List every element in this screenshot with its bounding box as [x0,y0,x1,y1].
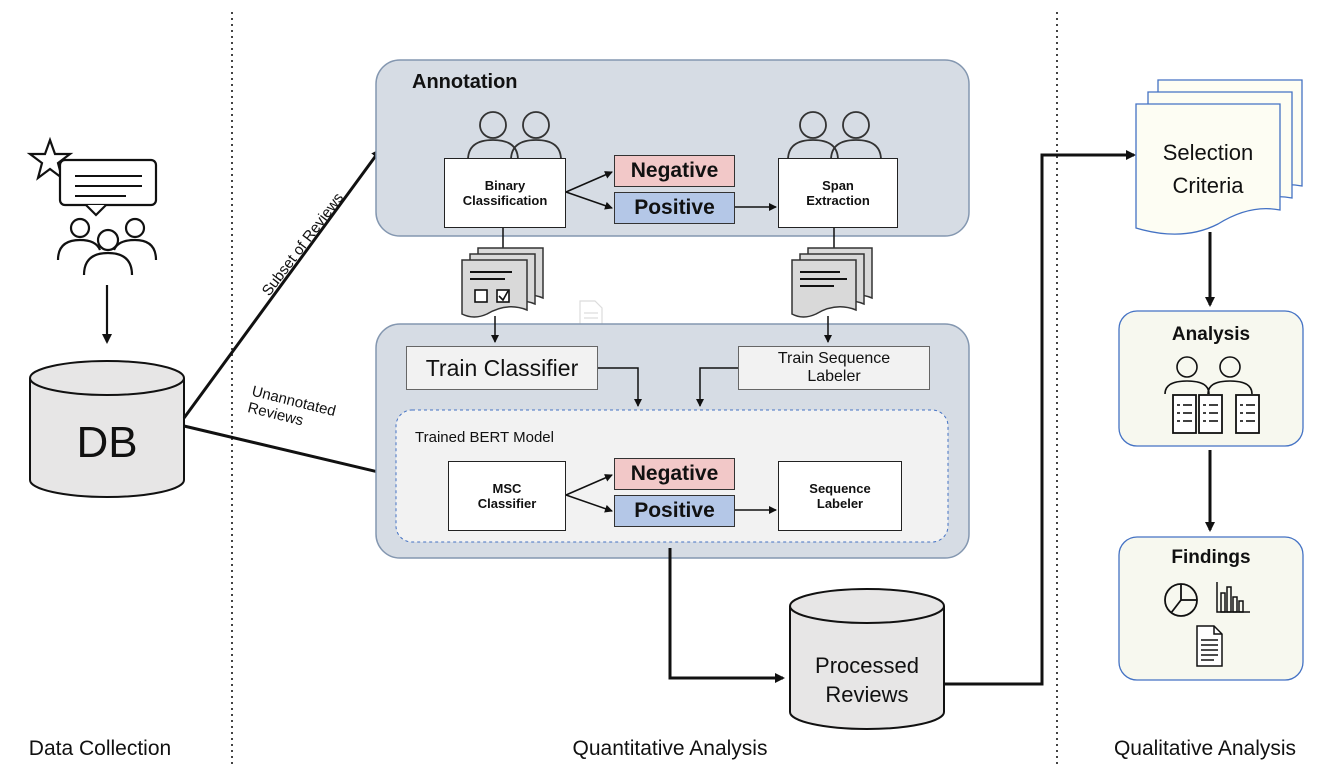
arrow-binary-positive [565,191,613,210]
span-line1: Span [822,178,854,193]
analysis-icon [1164,356,1253,395]
train-seq-line2: Labeler [807,368,861,385]
review-chat-icon [58,158,158,217]
arrow-to-processed [668,548,785,683]
section-label-qualitative: Qualitative Analysis [1113,737,1297,760]
sequence-labeler-box: Sequence Labeler [778,461,902,531]
arrow-subset-reviews [182,148,382,419]
seq-line1: Sequence [809,481,871,496]
train-seq-line1: Train Sequence [777,349,891,367]
msc-classifier-box: MSC Classifier [448,461,566,531]
msc-line1: MSC [492,481,522,496]
bar-chart-icon [1216,582,1250,613]
findings-box [1118,536,1304,681]
users-icon [56,217,158,276]
binary-line2: Classification [462,193,548,208]
arrow-train-seq-to-bert [696,367,738,407]
arrow-msc-negative [565,474,613,496]
processed-line2: Reviews [825,681,909,707]
checkbox-document-icon [461,247,544,318]
span-extraction-box: Span Extraction [778,158,898,228]
pie-chart-icon [1164,583,1198,617]
criteria-line2: Criteria [1172,173,1244,198]
processed-reviews-cylinder [789,588,945,730]
annotation-negative: Negative [614,155,735,187]
star-icon [26,136,74,181]
analysis-title: Analysis [1171,324,1251,345]
selection-criteria-label: Selection Criteria [1136,136,1280,202]
processed-line1: Processed [815,653,919,678]
span-line2: Extraction [806,193,870,208]
annotation-title: Annotation [412,71,518,93]
model-positive: Positive [614,495,735,527]
findings-title: Findings [1171,547,1251,568]
annotators-icon [467,111,562,161]
clipboard-icons [1172,394,1260,434]
text-document-icon [791,247,873,318]
arrow-processed-to-criteria [944,150,1136,686]
processed-reviews-label: Processed Reviews [790,652,944,709]
binary-classification-box: Binary Classification [444,158,566,228]
selection-criteria-doc [1135,79,1303,235]
model-negative: Negative [614,458,735,490]
section-label-data-collection: Data Collection [28,737,172,760]
arrow-unannotated-reviews [183,424,393,479]
train-classifier-box: Train Classifier [406,346,598,390]
db-label: DB [76,418,138,467]
arrow-binary-negative [565,171,613,193]
binary-line1: Binary [484,178,526,193]
msc-line2: Classifier [477,496,537,511]
section-label-quantitative: Quantitative Analysis [572,737,768,760]
arrow-msc-positive [565,494,613,513]
criteria-line1: Selection [1162,140,1254,165]
document-watermark-icon [579,300,603,327]
train-sequence-labeler-box: Train Sequence Labeler [738,346,930,390]
arrow-train-classifier-to-bert [598,367,642,407]
annotation-positive: Positive [614,192,735,224]
report-icon [1196,625,1223,667]
seq-line2: Labeler [816,496,864,511]
db-cylinder [29,360,185,498]
bert-model-title: Trained BERT Model [415,429,554,446]
annotators-icon [787,111,882,161]
